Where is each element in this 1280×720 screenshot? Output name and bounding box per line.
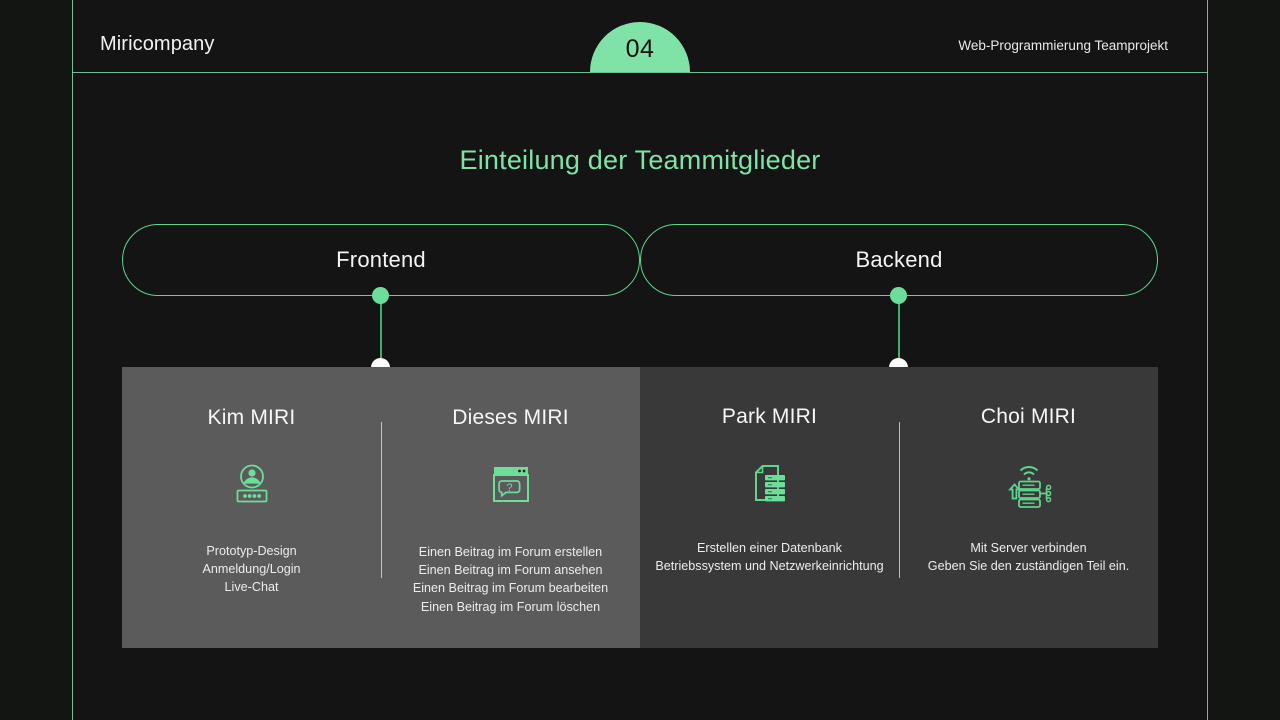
member-task: Mit Server verbinden [970, 541, 1087, 555]
member-name: Dieses MIRI [452, 406, 569, 429]
member-task: Erstellen einer Datenbank [697, 541, 842, 555]
member-card-kim[interactable]: Kim MIRI Prototyp-Design Anmeldung/Login… [122, 367, 381, 648]
member-task-list: Erstellen einer Datenbank Betriebssystem… [655, 539, 883, 575]
connector-line-frontend [380, 296, 382, 368]
group-pill-backend-label: Backend [855, 247, 943, 272]
connector-dot-green-frontend [372, 287, 389, 304]
member-task: Geben Sie den zuständigen Teil ein. [927, 559, 1130, 574]
page-title: Einteilung der Teammitglieder [459, 145, 821, 175]
member-card-choi[interactable]: Choi MIRI [899, 367, 1158, 648]
member-task-list: Mit Server verbinden Geben Sie den zustä… [928, 539, 1129, 575]
brand-label: Miricompany [100, 33, 215, 55]
document-database-icon [747, 462, 793, 508]
slide-outer-margin-left [0, 0, 72, 720]
member-task: Einen Beitrag im Forum ansehen [418, 563, 603, 578]
member-task: Live-Chat [224, 580, 279, 595]
slide-header: Miricompany Web-Programmierung Teamproje… [73, 0, 1207, 72]
member-task: Einen Beitrag im Forum erstellen [418, 545, 603, 559]
slide-outer-margin-right [1208, 0, 1280, 720]
frame-line-left [72, 0, 73, 720]
group-pill-frontend-label: Frontend [336, 247, 426, 272]
member-task: Prototyp-Design [206, 544, 297, 558]
page-number-text: 04 [625, 35, 655, 63]
course-label: Web-Programmierung Teamprojekt [958, 38, 1168, 53]
panel-frontend: Kim MIRI Prototyp-Design Anmeldung/Login… [122, 367, 640, 648]
user-login-icon [229, 462, 275, 508]
member-name: Kim MIRI [207, 406, 296, 429]
member-task: Einen Beitrag im Forum bearbeiten [412, 581, 609, 596]
member-name: Choi MIRI [980, 405, 1077, 428]
server-network-icon [1000, 462, 1058, 508]
member-task-list: Prototyp-Design Anmeldung/Login Live-Cha… [202, 542, 300, 597]
browser-faq-icon: ? [488, 462, 534, 508]
connector-dot-green-backend [890, 287, 907, 304]
member-task: Einen Beitrag im Forum löschen [420, 599, 601, 614]
svg-text:?: ? [506, 482, 512, 494]
member-card-park[interactable]: Park MIRI Erstellen ei [640, 367, 899, 648]
frame-line-right [1207, 0, 1208, 720]
member-task: Betriebssystem und Netzwerkeinrichtung [655, 559, 884, 574]
member-card-dieses[interactable]: Dieses MIRI ? Einen Beitrag im Forum ers… [381, 367, 640, 648]
frame-line-header-rule [72, 72, 1208, 73]
member-task-list: Einen Beitrag im Forum erstellen Einen B… [413, 543, 608, 616]
group-pill-backend[interactable]: Backend [640, 224, 1158, 296]
page-number-badge: 04 [590, 22, 690, 72]
connector-line-backend [898, 296, 900, 368]
panel-backend: Park MIRI Erstellen ei [640, 367, 1158, 648]
member-name: Park MIRI [721, 405, 818, 428]
member-task: Anmeldung/Login [202, 562, 301, 577]
group-pill-frontend[interactable]: Frontend [122, 224, 640, 296]
